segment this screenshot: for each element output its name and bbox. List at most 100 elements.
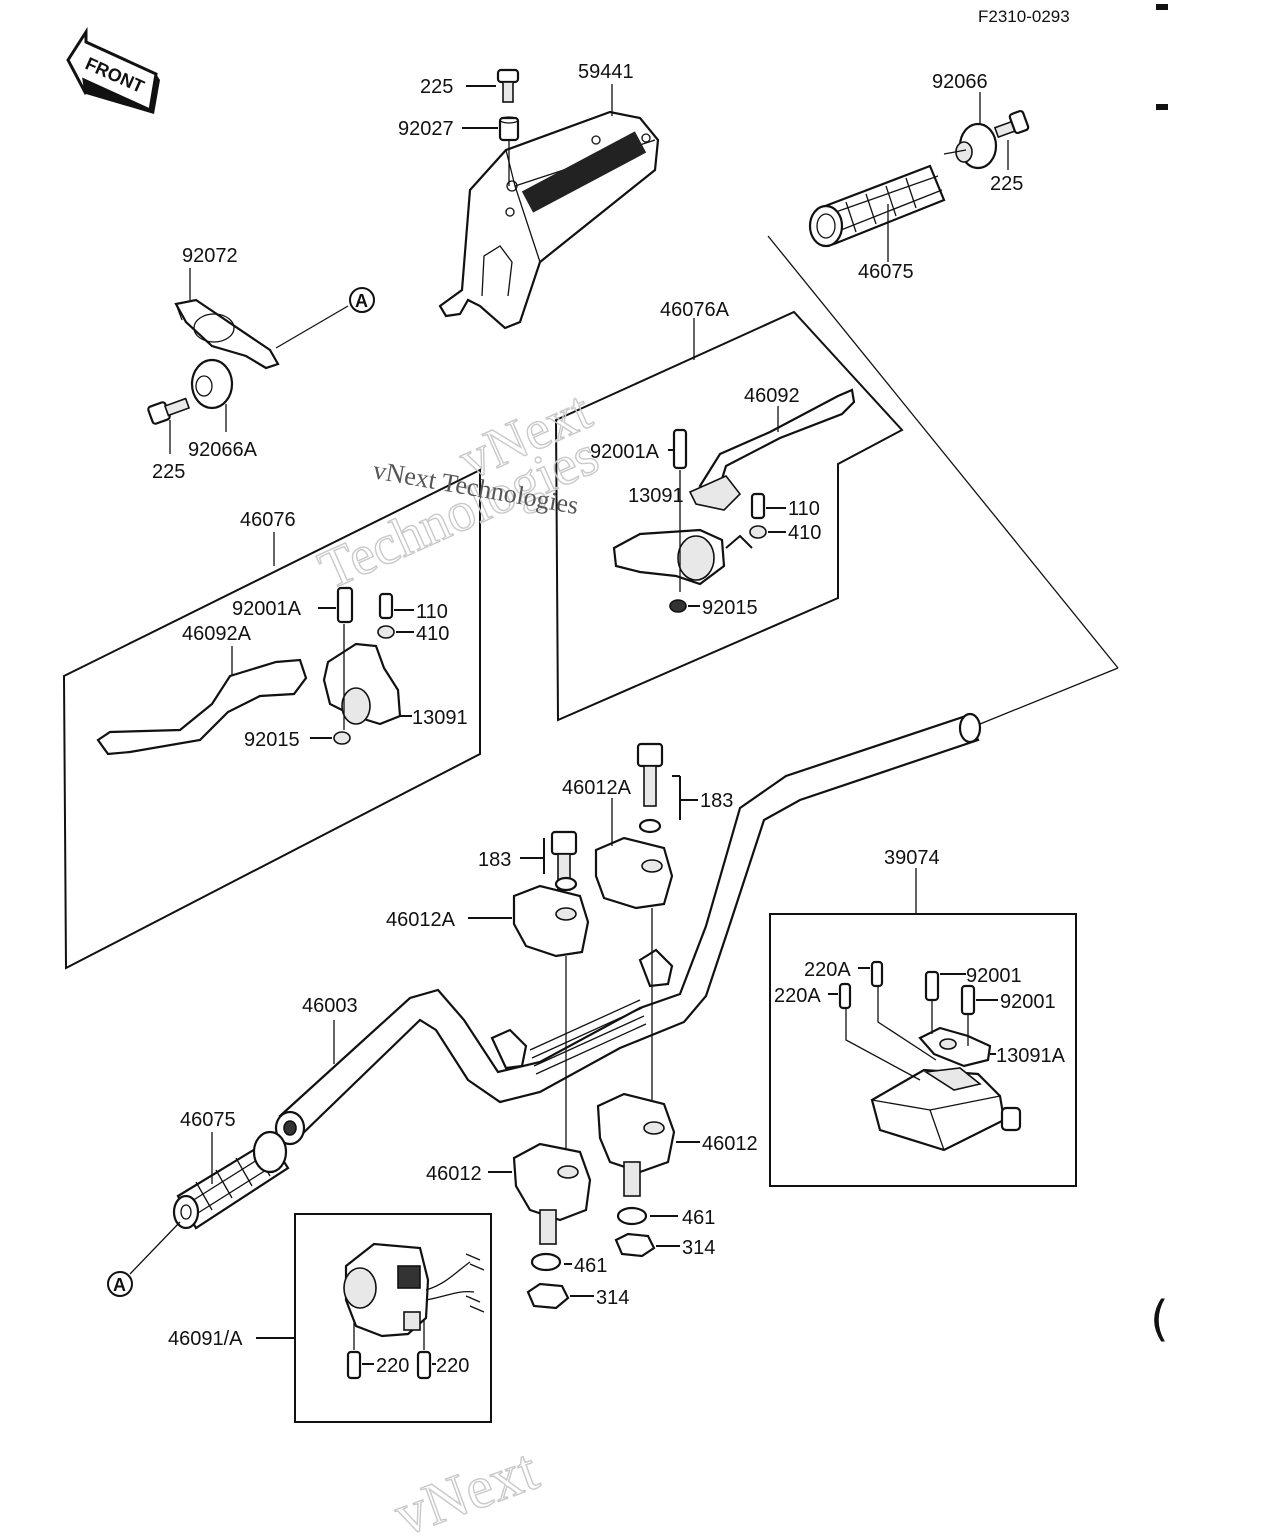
box-46076A bbox=[554, 310, 904, 722]
handlebar-switch bbox=[343, 1242, 485, 1338]
watermark-bottom: vNext bbox=[386, 1436, 547, 1536]
washer-icon bbox=[333, 731, 351, 745]
switch-housing bbox=[870, 1067, 1022, 1152]
bolt-icon bbox=[378, 592, 394, 620]
label-13091-r: 13091 bbox=[628, 485, 684, 507]
bolt-icon bbox=[993, 109, 1030, 139]
box-39074 bbox=[769, 913, 1077, 1187]
label-46012-r: 46012 bbox=[702, 1133, 758, 1155]
lever-clamp-left bbox=[322, 642, 402, 726]
label-46091A: 46091/A bbox=[168, 1328, 243, 1350]
nut-icon bbox=[526, 1282, 570, 1310]
washer-icon bbox=[377, 625, 395, 639]
label-46076A: 46076A bbox=[660, 299, 730, 321]
box-46076 bbox=[62, 468, 481, 970]
bolt-icon bbox=[672, 428, 688, 470]
screw-icon bbox=[838, 982, 852, 1010]
label-46075-top: 46075 bbox=[858, 261, 914, 283]
cover-badge bbox=[521, 131, 647, 213]
label-92015-l: 92015 bbox=[244, 729, 300, 751]
switch-bracket bbox=[174, 298, 280, 370]
handlebar bbox=[274, 712, 982, 1146]
washer-icon bbox=[955, 122, 998, 170]
figure-code: F2310-0293 bbox=[978, 7, 1070, 26]
ref-a-top: A bbox=[355, 291, 368, 311]
bolt-icon bbox=[550, 830, 578, 892]
label-92066A: 92066A bbox=[188, 439, 258, 461]
bolt-icon bbox=[496, 68, 520, 103]
washer-icon bbox=[530, 1252, 562, 1272]
left-grip bbox=[172, 1130, 290, 1230]
screw-icon bbox=[924, 970, 940, 1002]
label-225-top: 225 bbox=[420, 76, 453, 98]
handlebar-cover: Kawasaki bbox=[438, 110, 660, 330]
label-220-1: 220 bbox=[376, 1355, 409, 1377]
label-46012A-top: 46012A bbox=[562, 777, 632, 799]
label-183-l: 183 bbox=[478, 849, 511, 871]
margin-mark bbox=[1156, 4, 1168, 10]
label-225-right: 225 bbox=[990, 173, 1023, 195]
screw-icon bbox=[960, 984, 976, 1016]
label-92027: 92027 bbox=[398, 118, 454, 140]
lever-clamp-right bbox=[612, 528, 753, 586]
label-410-l: 410 bbox=[416, 623, 449, 645]
label-46075-bot: 46075 bbox=[180, 1109, 236, 1131]
label-220A-2: 220A bbox=[774, 985, 821, 1007]
ref-a-top-icon: A bbox=[349, 287, 375, 313]
ref-a-bottom-icon: A bbox=[107, 1271, 133, 1297]
label-92001A-l: 92001A bbox=[232, 598, 302, 620]
label-13091A: 13091A bbox=[996, 1045, 1066, 1067]
label-92001-2: 92001 bbox=[1000, 991, 1056, 1013]
bolt-icon bbox=[750, 492, 766, 520]
brake-lever-right bbox=[688, 388, 856, 511]
label-46012A-left: 46012A bbox=[386, 909, 456, 931]
ref-a-bottom: A bbox=[113, 1275, 126, 1295]
screw-icon bbox=[870, 960, 884, 988]
washer-icon bbox=[749, 525, 767, 539]
bolt-icon bbox=[147, 397, 191, 425]
label-183-r: 183 bbox=[700, 790, 733, 812]
holder-lower-right bbox=[596, 1092, 676, 1197]
label-314-l: 314 bbox=[596, 1287, 629, 1309]
label-92001-1: 92001 bbox=[966, 965, 1022, 987]
washer-icon bbox=[616, 1206, 648, 1226]
holder-lower-left bbox=[512, 1142, 592, 1245]
bolt-icon bbox=[336, 586, 354, 624]
label-461-l: 461 bbox=[574, 1255, 607, 1277]
screw-icon bbox=[346, 1350, 362, 1380]
label-46076: 46076 bbox=[240, 509, 296, 531]
label-39074: 39074 bbox=[884, 847, 940, 869]
margin-bracket: ( bbox=[1150, 1291, 1169, 1347]
box-46091A bbox=[294, 1213, 492, 1423]
nut-icon bbox=[669, 599, 687, 613]
label-46092A: 46092A bbox=[182, 623, 252, 645]
right-grip bbox=[808, 164, 946, 248]
label-92066: 92066 bbox=[932, 71, 988, 93]
holder-upper-right bbox=[594, 836, 674, 910]
label-461-r: 461 bbox=[682, 1207, 715, 1229]
label-225-left: 225 bbox=[152, 461, 185, 483]
label-13091-l: 13091 bbox=[412, 707, 468, 729]
label-220A-1: 220A bbox=[804, 959, 851, 981]
collar-icon bbox=[498, 116, 520, 142]
nut-icon bbox=[614, 1232, 656, 1258]
label-92072: 92072 bbox=[182, 245, 238, 267]
bolt-icon bbox=[636, 742, 664, 834]
label-46003: 46003 bbox=[302, 995, 358, 1017]
switch-clamp bbox=[918, 1026, 992, 1068]
margin-mark bbox=[1156, 104, 1168, 110]
label-92015-r: 92015 bbox=[702, 597, 758, 619]
clutch-lever-left bbox=[96, 658, 308, 756]
label-410-r: 410 bbox=[788, 522, 821, 544]
label-92001A-r: 92001A bbox=[590, 441, 660, 463]
screw-icon bbox=[416, 1350, 432, 1380]
holder-upper-left bbox=[512, 884, 590, 958]
label-220-2: 220 bbox=[436, 1355, 469, 1377]
label-314-r: 314 bbox=[682, 1237, 715, 1259]
label-46012-l: 46012 bbox=[426, 1163, 482, 1185]
label-59441: 59441 bbox=[578, 61, 634, 83]
label-46092: 46092 bbox=[744, 385, 800, 407]
washer-icon bbox=[190, 358, 234, 410]
label-110-l: 110 bbox=[416, 601, 448, 623]
